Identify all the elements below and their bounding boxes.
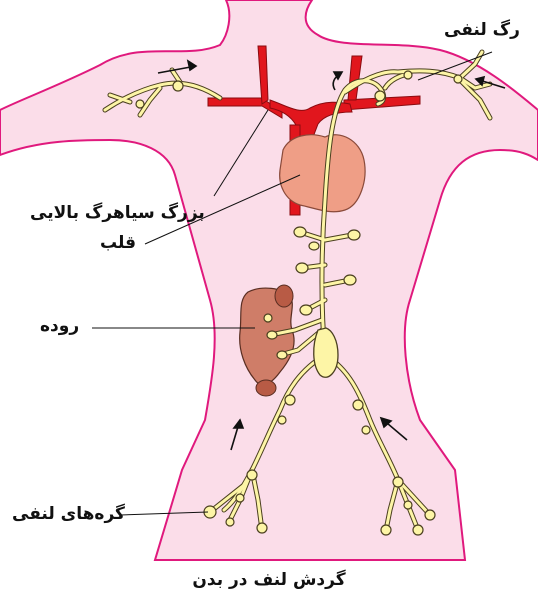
label-lymph-vessel: رگ لنفی xyxy=(444,22,520,39)
body-silhouette xyxy=(0,0,538,560)
label-lymph-nodes: گره‌های لنفی xyxy=(12,506,125,523)
label-heart: قلب xyxy=(100,235,136,252)
figure-caption: گردش لنف در بدن xyxy=(0,570,538,590)
heart xyxy=(280,135,365,212)
label-superior-vena-cava: بزرگ سیاهرگ بالایی xyxy=(30,205,205,222)
label-intestine: روده xyxy=(40,318,79,335)
